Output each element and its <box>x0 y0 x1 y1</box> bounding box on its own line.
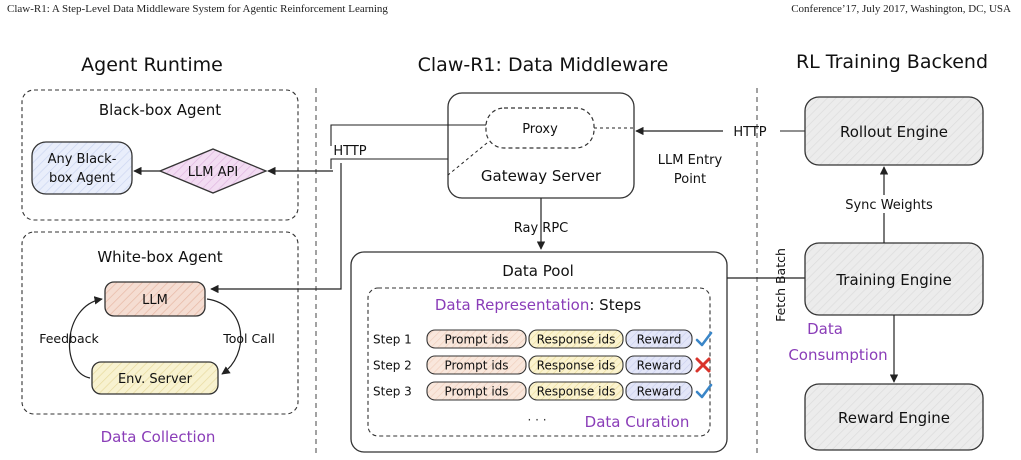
prompt-ids-cell <box>426 329 527 349</box>
ray-rpc-label: Ray RPC <box>514 221 569 236</box>
prompt-ids-cell <box>426 355 527 375</box>
data-consumption-label-1: Data <box>807 320 843 338</box>
env-server-box <box>91 361 219 395</box>
rollout-engine-label: Rollout Engine <box>840 123 948 141</box>
step-row: Step 2 Prompt ids Response ids Reward <box>373 355 711 375</box>
step-label: Step 3 <box>373 385 412 399</box>
proxy-link-left <box>447 142 488 176</box>
fetch-batch-label: Fetch Batch <box>773 248 788 322</box>
reward-engine-box <box>804 383 984 451</box>
data-representation-highlight: Data Representation <box>435 296 590 314</box>
running-header-right: Conference’17, July 2017, Washington, DC… <box>791 3 1011 15</box>
http-left-label: HTTP <box>333 144 366 159</box>
blackbox-agent-panel <box>21 89 299 221</box>
reward-cell-label: Reward <box>637 359 682 373</box>
data-pool-title: Data Pool <box>502 262 574 280</box>
prompt-ids-cell-label: Prompt ids <box>444 385 508 399</box>
data-pool-box <box>350 251 728 453</box>
section-title-middleware: Claw-R1: Data Middleware <box>418 54 669 76</box>
response-ids-cell <box>528 329 624 349</box>
data-representation-suffix: : Steps <box>589 296 641 314</box>
reward-cell-label: Reward <box>637 385 682 399</box>
step-label: Step 2 <box>373 359 412 373</box>
data-representation-panel <box>367 287 711 437</box>
check-icon <box>695 383 713 399</box>
running-header-left: Claw-R1: A Step-Level Data Middleware Sy… <box>7 3 388 15</box>
reward-cell <box>625 355 693 375</box>
whitebox-agent-title: White-box Agent <box>97 248 222 266</box>
llm-api-diamond <box>158 148 268 194</box>
llm-entry-point-label-1: LLM Entry <box>658 153 723 168</box>
response-ids-cell-label: Response ids <box>537 359 616 373</box>
sync-weights-label-bg <box>838 195 940 213</box>
step-row: Step 3 Prompt ids Response ids Reward <box>373 381 713 401</box>
step-row: Step 1 Prompt ids Response ids Reward <box>373 329 713 349</box>
response-ids-cell <box>528 355 624 375</box>
rollout-engine-box <box>804 96 984 166</box>
sync-weights-label: Sync Weights <box>845 198 933 213</box>
response-ids-cell-label: Response ids <box>537 333 616 347</box>
http-right-label: HTTP <box>733 125 766 140</box>
prompt-ids-cell-label: Prompt ids <box>444 359 508 373</box>
any-blackbox-agent-box <box>31 141 133 195</box>
feedback-arrow <box>69 296 103 379</box>
data-collection-label: Data Collection <box>101 428 216 446</box>
gateway-server-label: Gateway Server <box>481 167 602 185</box>
cross-icon <box>695 357 711 373</box>
llm-box-label: LLM <box>142 293 168 308</box>
proxy-label: Proxy <box>522 122 558 137</box>
section-title-agent-runtime: Agent Runtime <box>81 54 223 76</box>
any-blackbox-agent-label-1: Any Black- <box>48 152 117 167</box>
check-icon <box>695 331 713 347</box>
training-engine-label: Training Engine <box>835 271 951 289</box>
prompt-ids-cell <box>426 381 527 401</box>
reward-cell-label: Reward <box>637 333 682 347</box>
data-curation-label: Data Curation <box>585 413 690 431</box>
data-representation-heading: Data Representation: Steps <box>435 296 641 314</box>
blackbox-agent-title: Black-box Agent <box>99 101 221 119</box>
tool-call-arrow <box>206 298 242 375</box>
whitebox-agent-panel <box>21 231 299 415</box>
llm-entry-point-label-2: Point <box>674 172 706 187</box>
reward-engine-label: Reward Engine <box>838 409 950 427</box>
proxy-box <box>485 107 595 149</box>
data-consumption-label-2: Consumption <box>788 346 887 364</box>
reward-cell <box>625 329 693 349</box>
ellipsis-label: · · · <box>527 413 546 427</box>
connector-http-to-gateway <box>330 158 448 169</box>
connector-proxy-to-http <box>330 124 486 146</box>
tool-call-label: Tool Call <box>222 331 275 346</box>
any-blackbox-agent-label-2: box Agent <box>49 171 115 186</box>
step-label: Step 1 <box>373 333 412 347</box>
reward-cell <box>625 381 693 401</box>
response-ids-cell-label: Response ids <box>537 385 616 399</box>
llm-box <box>104 281 206 317</box>
env-server-label: Env. Server <box>118 372 193 387</box>
llm-api-label: LLM API <box>188 165 238 180</box>
response-ids-cell <box>528 381 624 401</box>
arrow-http-to-llm <box>210 163 342 294</box>
feedback-label: Feedback <box>39 331 99 346</box>
section-title-backend: RL Training Backend <box>796 51 988 73</box>
prompt-ids-cell-label: Prompt ids <box>444 333 508 347</box>
